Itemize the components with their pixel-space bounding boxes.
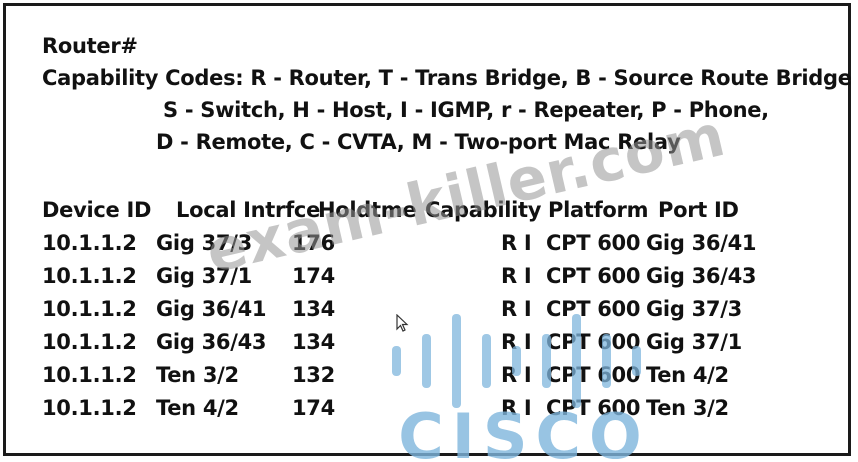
cell-device-id: 10.1.1.2 bbox=[42, 363, 137, 387]
cisco-bars bbox=[392, 314, 641, 408]
capability-codes-line-2: S - Switch, H - Host, I - IGMP, r - Repe… bbox=[163, 98, 769, 122]
cell-port-id: Gig 37/3 bbox=[646, 297, 742, 321]
header-capability: Capability bbox=[425, 198, 542, 222]
cell-device-id: 10.1.1.2 bbox=[42, 231, 137, 255]
cell-capability: R I bbox=[501, 264, 532, 288]
header-holdtme: Holdtme bbox=[318, 198, 417, 222]
capability-codes-line-3: D - Remote, C - CVTA, M - Two-port Mac R… bbox=[156, 130, 681, 154]
cell-device-id: 10.1.1.2 bbox=[42, 330, 137, 354]
cell-capability: R I bbox=[501, 297, 532, 321]
cell-local-intrfce: Gig 36/41 bbox=[156, 297, 267, 321]
mouse-cursor-icon bbox=[396, 314, 409, 332]
cell-holdtme: 132 bbox=[292, 363, 335, 387]
cell-capability: R I bbox=[501, 396, 532, 420]
router-prompt: Router# bbox=[42, 34, 138, 58]
cell-port-id: Gig 36/41 bbox=[646, 231, 757, 255]
capability-codes-line-1: Capability Codes: R - Router, T - Trans … bbox=[42, 66, 852, 90]
cell-platform: CPT 600 bbox=[546, 231, 641, 255]
cell-platform: CPT 600 bbox=[546, 264, 641, 288]
cell-platform: CPT 600 bbox=[546, 396, 641, 420]
cell-device-id: 10.1.1.2 bbox=[42, 297, 137, 321]
cell-local-intrfce: Ten 3/2 bbox=[156, 363, 239, 387]
header-local-intrfce: Local Intrfce bbox=[176, 198, 321, 222]
cell-port-id: Gig 37/1 bbox=[646, 330, 742, 354]
cell-holdtme: 134 bbox=[292, 330, 335, 354]
cell-capability: R I bbox=[501, 231, 532, 255]
cisco-logo: CISCO bbox=[392, 314, 649, 460]
cell-holdtme: 174 bbox=[292, 396, 335, 420]
cell-device-id: 10.1.1.2 bbox=[42, 396, 137, 420]
cell-local-intrfce: Gig 37/3 bbox=[156, 231, 252, 255]
cell-port-id: Ten 3/2 bbox=[646, 396, 729, 420]
cell-port-id: Ten 4/2 bbox=[646, 363, 729, 387]
cell-holdtme: 134 bbox=[292, 297, 335, 321]
cell-local-intrfce: Gig 37/1 bbox=[156, 264, 252, 288]
cisco-wordmark: CISCO bbox=[398, 400, 649, 460]
cell-device-id: 10.1.1.2 bbox=[42, 264, 137, 288]
header-device-id: Device ID bbox=[42, 198, 152, 222]
header-platform: Platform bbox=[548, 198, 649, 222]
cell-port-id: Gig 36/43 bbox=[646, 264, 757, 288]
cell-local-intrfce: Gig 36/43 bbox=[156, 330, 267, 354]
cell-platform: CPT 600 bbox=[546, 330, 641, 354]
cell-local-intrfce: Ten 4/2 bbox=[156, 396, 239, 420]
cell-holdtme: 174 bbox=[292, 264, 335, 288]
cell-platform: CPT 600 bbox=[546, 363, 641, 387]
cell-holdtme: 176 bbox=[292, 231, 335, 255]
cell-platform: CPT 600 bbox=[546, 297, 641, 321]
header-port-id: Port ID bbox=[658, 198, 739, 222]
